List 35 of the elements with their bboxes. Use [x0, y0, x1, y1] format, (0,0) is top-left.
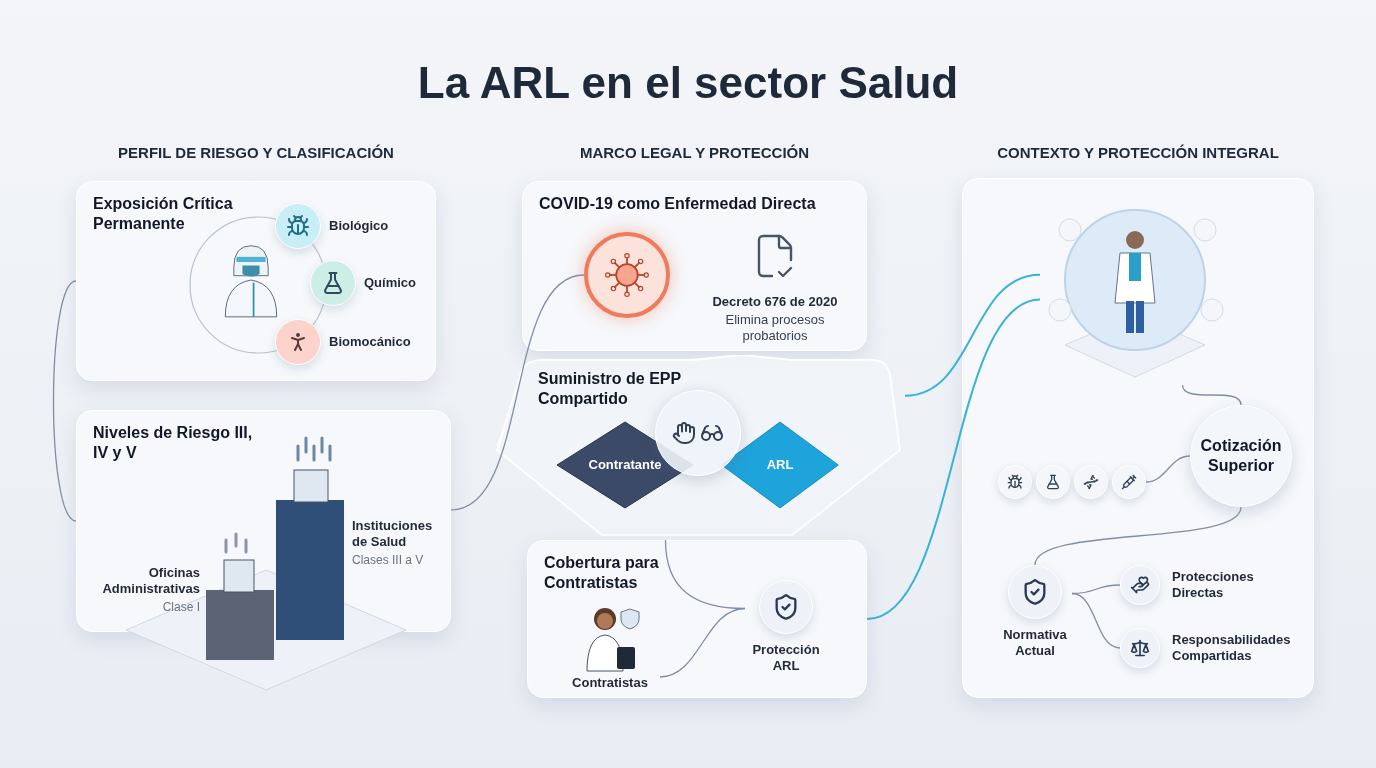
connector-line — [659, 607, 746, 678]
class-label: Clase I — [162, 598, 200, 616]
card-heading: Niveles de Riesgo III, IV y V — [93, 423, 254, 463]
circle-label: Cotización Superior — [1199, 436, 1283, 476]
building-label: Oficinas Administrativas — [101, 565, 200, 598]
connector-line — [904, 273, 1041, 397]
connector-line — [1071, 592, 1121, 649]
risk-label: Biológico — [329, 217, 389, 236]
risk-label: Químico — [364, 274, 416, 293]
connector-line — [1181, 384, 1242, 406]
card-heading: COVID-19 como Enfermedad Directa — [539, 194, 816, 214]
connector-line — [1034, 506, 1242, 566]
connector-line — [450, 274, 585, 511]
connector-line — [1145, 455, 1191, 483]
column-heading: MARCO LEGAL Y PROTECCIÓN — [578, 143, 811, 163]
card-heading: Cobertura para Contratistas — [544, 553, 660, 593]
risk-label: Biomocánico — [329, 333, 411, 352]
connector-line — [866, 298, 1041, 620]
person-label: Contratistas — [572, 673, 648, 692]
decree-description: Elimina procesos probatorios — [724, 311, 826, 344]
column-heading: PERFIL DE RIESGO Y CLASIFICACIÓN — [117, 143, 395, 163]
item-label: Protecciones Directas — [1172, 568, 1255, 602]
diamond-label: ARL — [766, 456, 794, 475]
card-heading: Exposición Crítica Permanente — [93, 194, 234, 234]
badge-label: Protección ARL — [751, 642, 821, 675]
column-heading: CONTEXTO Y PROTECCIÓN INTEGRAL — [996, 143, 1280, 163]
panel-heading: Suministro de EPP Compartido — [538, 369, 682, 409]
connector-line — [52, 280, 77, 522]
building-label: Instituciones de Salud — [352, 518, 434, 551]
diagram-title: La ARL en el sector Salud — [416, 57, 960, 109]
item-label: Responsabilidades Compartidas — [1172, 631, 1292, 665]
decree-title: Decreto 676 de 2020 — [712, 293, 838, 311]
badge-label: Normativa Actual — [1002, 627, 1068, 660]
class-label: Clases III a V — [352, 551, 424, 569]
diamond-label: Contratante — [588, 456, 662, 475]
